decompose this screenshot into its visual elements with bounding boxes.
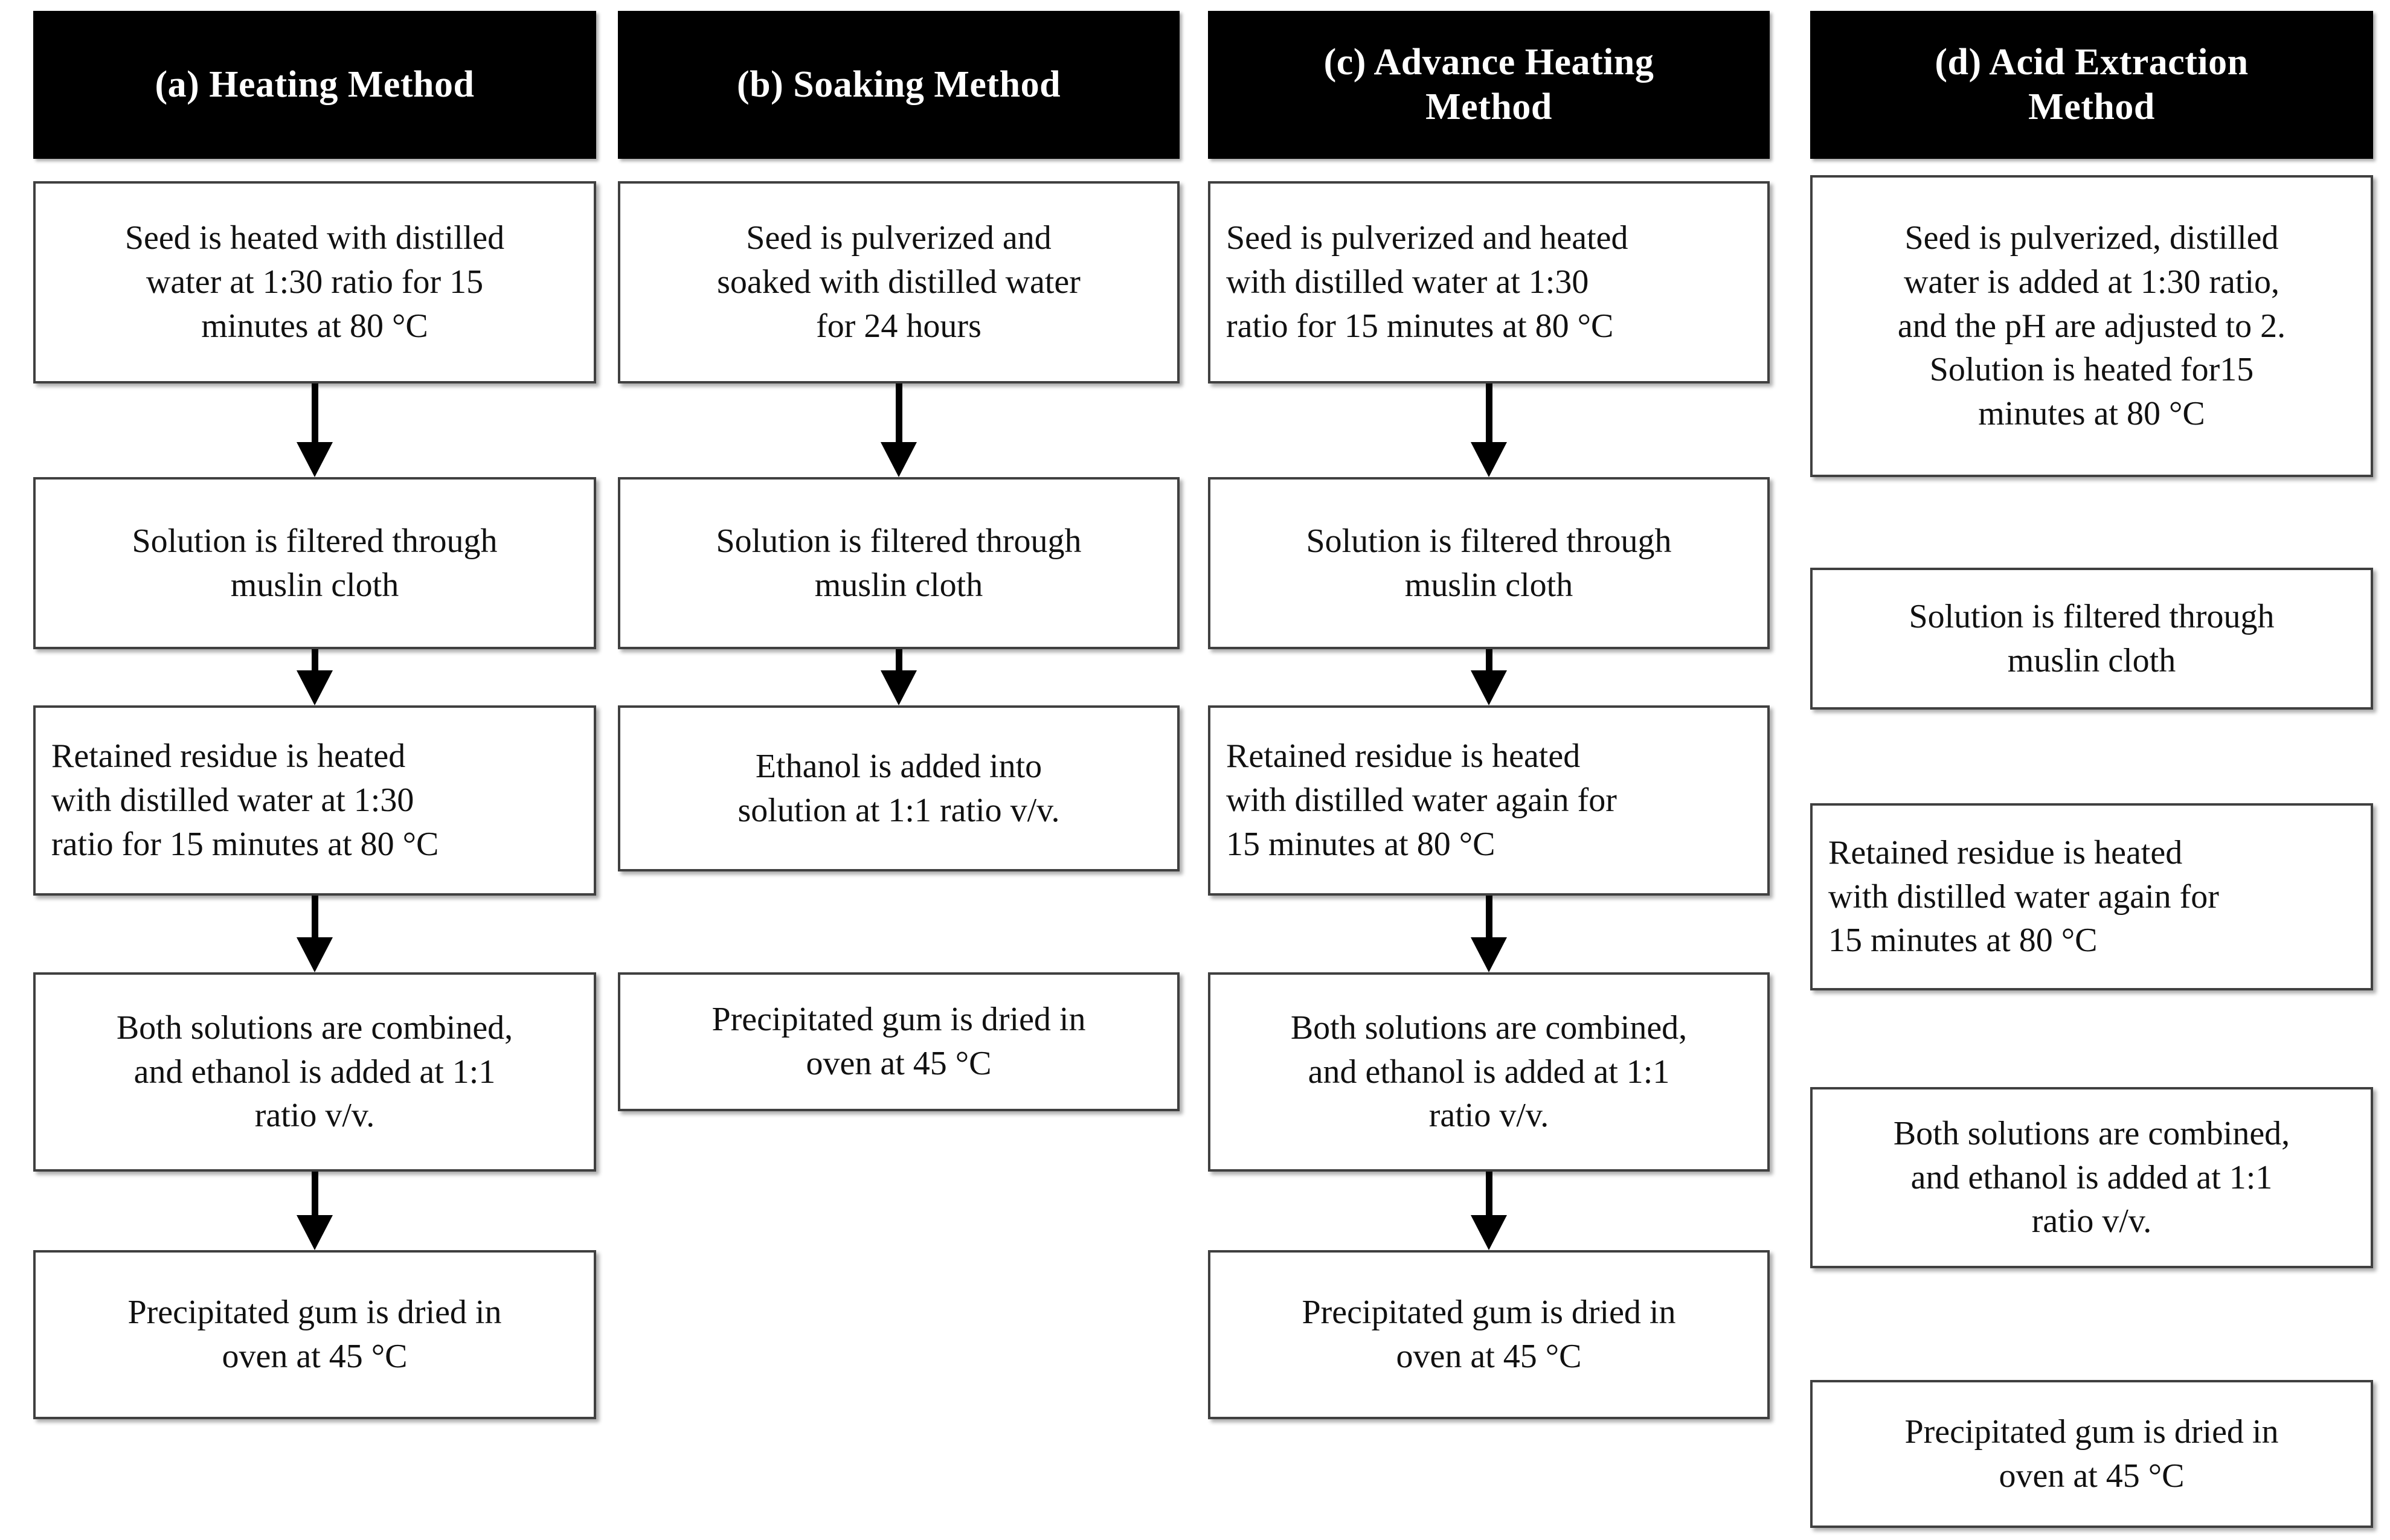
process-step-label: Both solutions are combined, and ethanol… (1290, 1009, 1688, 1135)
arrow-shaft (312, 896, 318, 938)
column-header-d: (d) Acid Extraction Method (1810, 11, 2373, 159)
process-step-label: Ethanol is added into solution at 1:1 ra… (737, 747, 1060, 829)
arrow-head (881, 442, 917, 477)
arrow-head (1471, 1215, 1507, 1250)
process-step-box: Solution is filtered through muslin clot… (1810, 568, 2373, 710)
process-step-box: Solution is filtered through muslin clot… (618, 477, 1180, 649)
process-step-label: Both solutions are combined, and ethanol… (116, 1009, 513, 1135)
flow-arrow-down-icon (1471, 1172, 1507, 1250)
arrow-head (297, 670, 333, 705)
arrow-shaft (896, 383, 902, 443)
process-step-box: Precipitated gum is dried in oven at 45 … (618, 972, 1180, 1111)
flow-arrow-down-icon (297, 649, 333, 705)
process-step-box: Precipitated gum is dried in oven at 45 … (1810, 1380, 2373, 1528)
flow-arrow-down-icon (881, 649, 917, 705)
process-step-box: Precipitated gum is dried in oven at 45 … (1208, 1250, 1770, 1419)
process-step-box: Seed is pulverized and soaked with disti… (618, 181, 1180, 383)
arrow-shaft (312, 649, 318, 672)
process-step-label: Precipitated gum is dried in oven at 45 … (1302, 1294, 1676, 1375)
arrow-shaft (1486, 1172, 1492, 1216)
process-step-box: Both solutions are combined, and ethanol… (1810, 1087, 2373, 1268)
arrow-head (297, 1215, 333, 1250)
process-step-label: Precipitated gum is dried in oven at 45 … (712, 1001, 1086, 1082)
process-step-label: Seed is pulverized, distilled water is a… (1897, 219, 2286, 433)
column-header-c: (c) Advance Heating Method (1208, 11, 1770, 159)
process-step-box: Solution is filtered through muslin clot… (1208, 477, 1770, 649)
process-step-label: Solution is filtered through muslin clot… (1306, 522, 1672, 604)
arrow-head (881, 670, 917, 705)
arrow-head (1471, 442, 1507, 477)
process-step-box: Ethanol is added into solution at 1:1 ra… (618, 705, 1180, 871)
arrow-shaft (896, 649, 902, 672)
arrow-shaft (1486, 649, 1492, 672)
arrow-shaft (312, 383, 318, 443)
process-step-box: Seed is pulverized and heated with disti… (1208, 181, 1770, 383)
arrow-head (1471, 937, 1507, 972)
arrow-head (297, 442, 333, 477)
process-step-label: Retained residue is heated with distille… (51, 737, 439, 863)
process-step-box: Both solutions are combined, and ethanol… (33, 972, 596, 1172)
flow-arrow-down-icon (881, 383, 917, 477)
process-step-label: Seed is heated with distilled water at 1… (124, 219, 505, 345)
process-step-box: Retained residue is heated with distille… (1810, 803, 2373, 990)
arrow-shaft (312, 1172, 318, 1216)
process-step-box: Seed is heated with distilled water at 1… (33, 181, 596, 383)
process-step-label: Precipitated gum is dried in oven at 45 … (127, 1294, 502, 1375)
flow-arrow-down-icon (297, 1172, 333, 1250)
process-step-box: Solution is filtered through muslin clot… (33, 477, 596, 649)
arrow-shaft (1486, 383, 1492, 443)
process-step-label: Seed is pulverized and heated with disti… (1226, 219, 1628, 345)
process-step-box: Seed is pulverized, distilled water is a… (1810, 175, 2373, 477)
process-step-label: Both solutions are combined, and ethanol… (1893, 1114, 2290, 1240)
process-step-label: Solution is filtered through muslin clot… (132, 522, 498, 604)
flow-arrow-down-icon (1471, 383, 1507, 477)
process-step-label: Retained residue is heated with distille… (1226, 737, 1617, 863)
process-step-label: Solution is filtered through muslin clot… (1909, 597, 2275, 679)
column-header-b: (b) Soaking Method (618, 11, 1180, 159)
arrow-shaft (1486, 896, 1492, 938)
process-step-label: Solution is filtered through muslin clot… (716, 522, 1082, 604)
process-step-box: Retained residue is heated with distille… (33, 705, 596, 896)
process-step-label: Retained residue is heated with distille… (1828, 833, 2219, 960)
flow-arrow-down-icon (1471, 896, 1507, 972)
column-header-a: (a) Heating Method (33, 11, 596, 159)
arrow-head (1471, 670, 1507, 705)
process-step-label: Seed is pulverized and soaked with disti… (717, 219, 1081, 345)
process-step-box: Retained residue is heated with distille… (1208, 705, 1770, 896)
process-step-box: Both solutions are combined, and ethanol… (1208, 972, 1770, 1172)
flow-arrow-down-icon (297, 383, 333, 477)
process-step-box: Precipitated gum is dried in oven at 45 … (33, 1250, 596, 1419)
flow-arrow-down-icon (297, 896, 333, 972)
flow-arrow-down-icon (1471, 649, 1507, 705)
arrow-head (297, 937, 333, 972)
process-step-label: Precipitated gum is dried in oven at 45 … (1904, 1413, 2279, 1495)
